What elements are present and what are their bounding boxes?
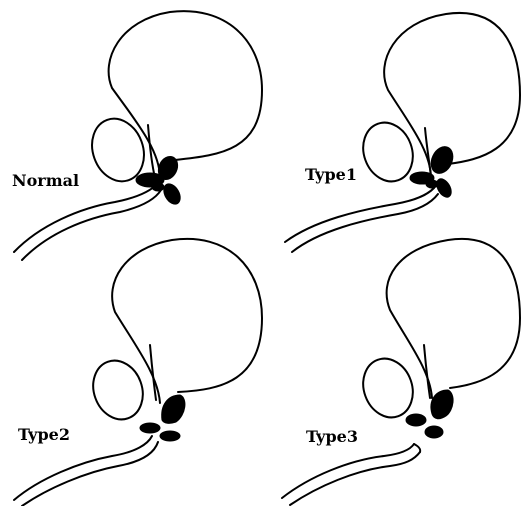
panel-normal: Normal <box>12 11 262 260</box>
panel-type2: Type2 <box>14 239 262 506</box>
large-sac-outline <box>387 239 520 398</box>
tube-inner <box>292 194 438 252</box>
panel-label: Type3 <box>306 427 358 446</box>
panel-label: Type2 <box>18 425 70 444</box>
junction-lobe-lower <box>406 414 426 426</box>
tube-outer <box>285 188 434 242</box>
large-sac-outline <box>109 11 262 178</box>
small-sac-outline <box>355 352 421 425</box>
small-sac-outline <box>85 354 151 427</box>
tube-inner <box>290 452 420 505</box>
junction-mass <box>162 395 185 423</box>
junction-lobe-left <box>426 180 438 188</box>
junction-mass <box>431 390 453 419</box>
tube-outer <box>282 444 414 498</box>
panel-label: Normal <box>12 171 79 190</box>
tube-inner <box>22 190 161 260</box>
large-sac-outline <box>112 239 262 403</box>
tube-end-cap <box>414 444 420 452</box>
tube-outer <box>14 183 158 252</box>
junction-lobe-right <box>160 431 180 441</box>
panel-label: Type1 <box>305 165 357 184</box>
junction-lobe-right <box>425 426 443 438</box>
panel-type3: Type3 <box>282 239 520 505</box>
panel-type1: Type1 <box>285 13 520 252</box>
junction-lobe-lower <box>140 423 160 433</box>
junction-lobe-lower <box>160 181 183 207</box>
tube-inner <box>22 442 158 506</box>
tube-outer <box>14 436 152 500</box>
